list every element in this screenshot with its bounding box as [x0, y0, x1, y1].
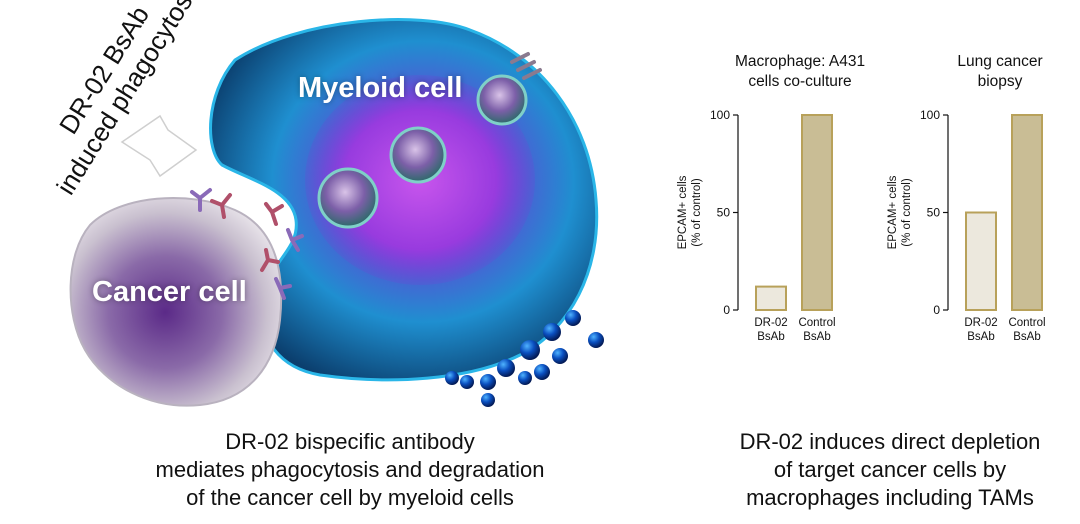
y-tick-label: 50 [717, 206, 731, 220]
chart2-title-line2: biopsy [977, 73, 1023, 90]
x-tick-label: BsAb [757, 331, 785, 343]
chart1-title-line1: Macrophage: A431 [734, 53, 866, 70]
y-tick-label: 100 [920, 108, 940, 122]
y-tick-label: 100 [710, 108, 730, 122]
y-tick-label: 50 [927, 206, 941, 220]
phagocytosis-arrow [120, 114, 198, 178]
x-tick-label: DR-02 [964, 317, 997, 329]
right-caption-line3: macrophages including TAMs [746, 485, 1034, 510]
y-tick-label: 0 [723, 303, 730, 317]
x-tick-label: BsAb [803, 331, 831, 343]
x-tick-label: Control [798, 317, 835, 329]
vesicle [389, 126, 447, 184]
x-tick-label: DR-02 [754, 317, 787, 329]
bar [1011, 114, 1043, 311]
y-tick-label: 0 [933, 303, 940, 317]
vesicle [476, 74, 528, 126]
chart1-title-line2: cells co-culture [748, 73, 852, 90]
myeloid-cell-label: Myeloid cell [298, 72, 463, 104]
bispecific-antibodies [190, 188, 304, 300]
chart1-title: Macrophage: A431 cells co-culture [700, 52, 900, 92]
y-axis-label: EPCAM+ cells [887, 175, 899, 249]
bar [965, 211, 997, 311]
phagocytosis-illustration [69, 18, 604, 407]
left-caption-line2: mediates phagocytosis and degradation [155, 457, 545, 482]
right-caption-line1: DR-02 induces direct depletion [739, 429, 1041, 454]
chart2-title-line1: Lung cancer [957, 53, 1043, 70]
left-caption: DR-02 bispecific antibody mediates phago… [150, 428, 550, 512]
y-axis-label: EPCAM+ cells [677, 175, 689, 249]
right-caption: DR-02 induces direct depletion of target… [700, 428, 1080, 512]
x-tick-label: BsAb [967, 331, 995, 343]
y-axis-label: (% of control) [901, 178, 913, 247]
degradation-particles [445, 310, 604, 407]
bar [755, 285, 787, 312]
left-caption-line1: DR-02 bispecific antibody [225, 429, 475, 454]
bar [801, 114, 833, 311]
left-caption-line3: of the cancer cell by myeloid cells [186, 485, 514, 510]
chart2-title: Lung cancer biopsy [930, 52, 1070, 92]
y-axis-label: (% of control) [691, 178, 703, 247]
cancer-cell-label: Cancer cell [92, 276, 247, 308]
x-tick-label: BsAb [1013, 331, 1041, 343]
vesicle [317, 167, 379, 229]
x-tick-label: Control [1008, 317, 1045, 329]
surface-receptors [510, 52, 542, 80]
right-caption-line2: of target cancer cells by [773, 457, 1007, 482]
